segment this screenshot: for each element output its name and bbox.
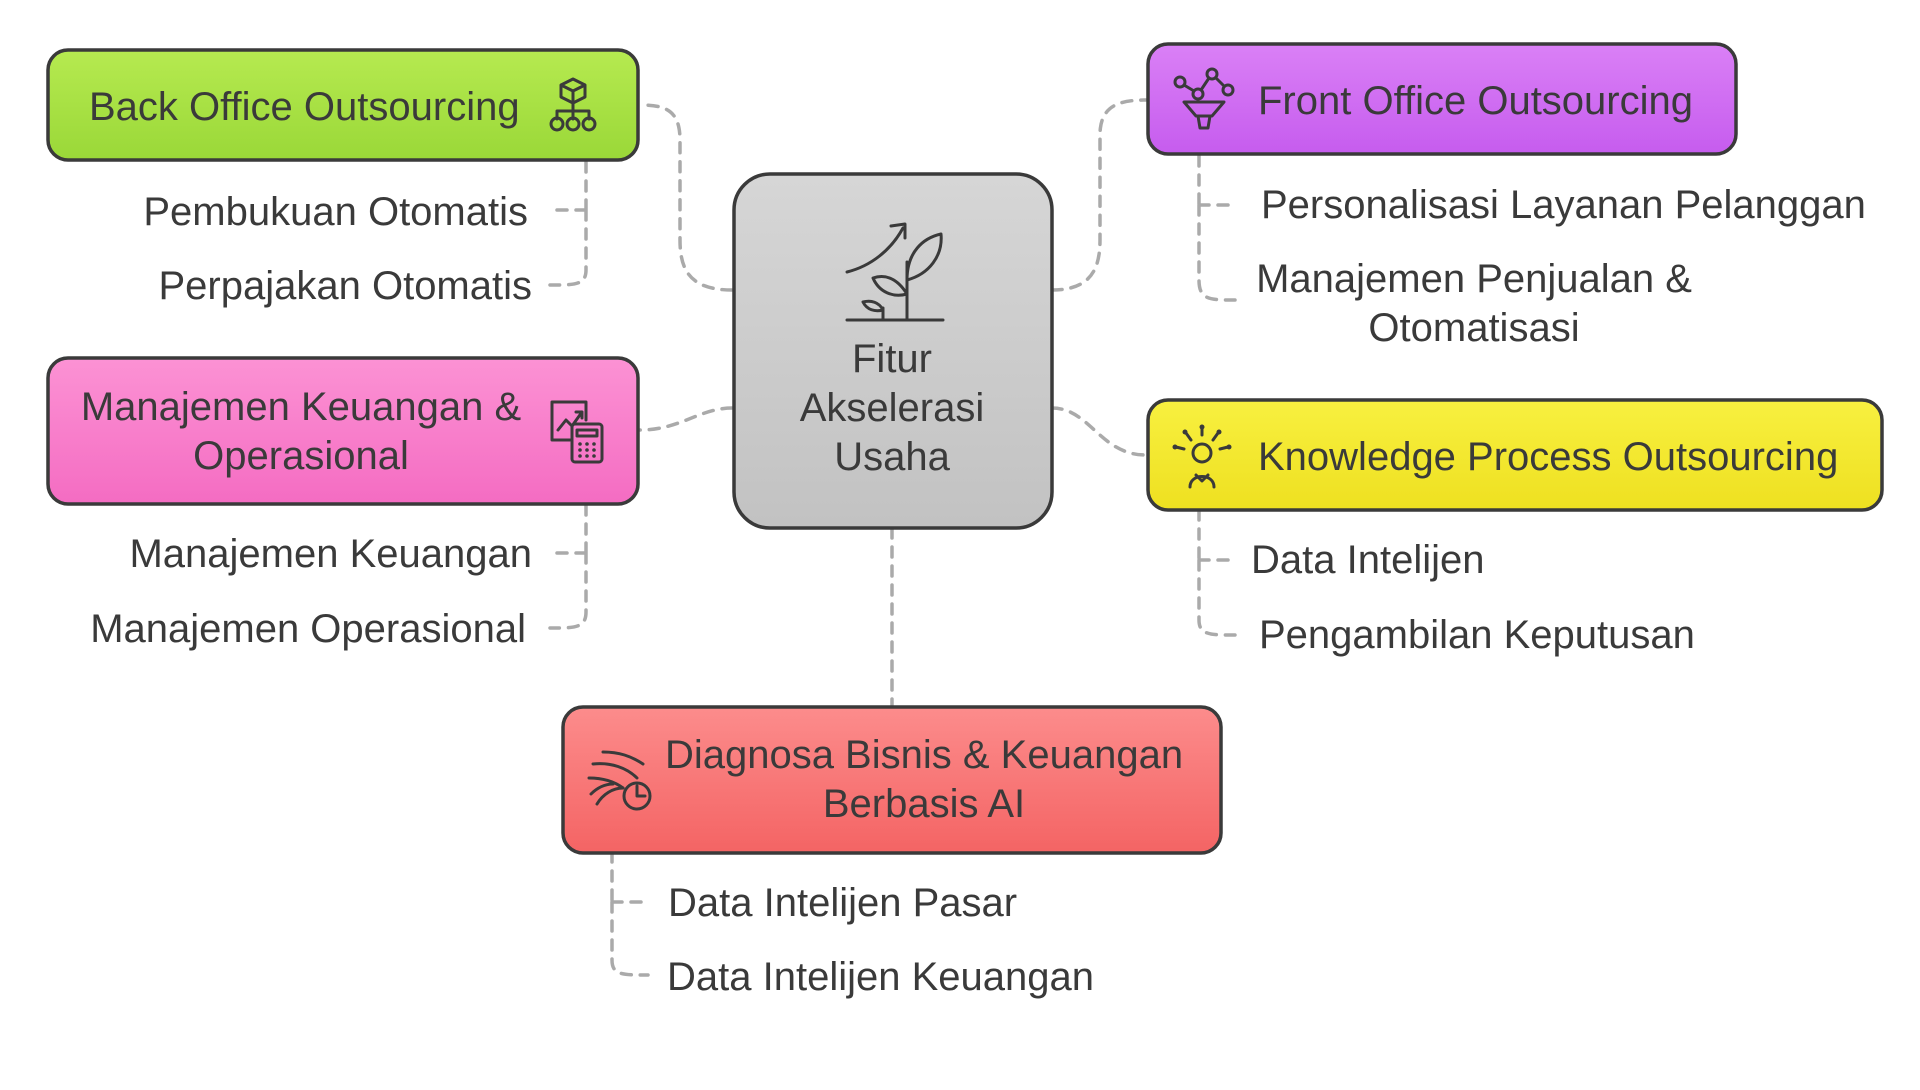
back-office-title: Back Office Outsourcing [89, 85, 520, 129]
center-label-line-3: Usaha [834, 435, 950, 479]
connector-center-front-office [1050, 98, 1148, 292]
calculator-chart-icon [550, 400, 604, 464]
connector-center-back-office [638, 103, 734, 292]
connector-diagnosa-items [610, 850, 650, 977]
diagnosa-title-line-1: Diagnosa Bisnis & Keuangan [665, 733, 1183, 777]
center-label-line-1: Fitur [852, 337, 932, 381]
connector-back-office-items [548, 160, 588, 287]
front-office-item-2b: Otomatisasi [1368, 306, 1579, 350]
connector-front-office-items [1197, 154, 1237, 302]
speed-clock-icon [587, 750, 652, 811]
center-node: Fitur Akselerasi Usaha [732, 172, 1054, 530]
plant-growth-icon [845, 222, 945, 322]
branch-front-office: Front Office Outsourcing [1146, 42, 1738, 156]
diagnosa-title-line-2: Berbasis AI [823, 782, 1025, 826]
diagnosa-item-1: Data Intelijen Pasar [668, 881, 1017, 925]
connector-center-keuangan [638, 406, 734, 432]
diagnosa-item-2: Data Intelijen Keuangan [667, 955, 1094, 999]
branch-back-office: Back Office Outsourcing [46, 48, 640, 162]
branch-diagnosa: Diagnosa Bisnis & Keuangan Berbasis AI [561, 705, 1223, 855]
keuangan-item-1: Manajemen Keuangan [129, 532, 532, 576]
keuangan-title-line-1: Manajemen Keuangan & [81, 385, 522, 429]
idea-person-icon [1172, 424, 1232, 489]
keuangan-title-line-2: Operasional [193, 434, 409, 478]
front-office-title: Front Office Outsourcing [1258, 79, 1693, 123]
connector-knowledge-items [1197, 508, 1237, 637]
connector-keuangan-items [548, 503, 588, 630]
center-label-line-2: Akselerasi [800, 386, 985, 430]
keuangan-item-2: Manajemen Operasional [90, 607, 526, 651]
back-office-item-2: Perpajakan Otomatis [158, 264, 532, 308]
branch-knowledge: Knowledge Process Outsourcing [1146, 398, 1884, 512]
connector-center-knowledge [1050, 406, 1148, 457]
front-office-item-1: Personalisasi Layanan Pelanggan [1261, 183, 1866, 227]
knowledge-item-2: Pengambilan Keputusan [1259, 613, 1695, 657]
back-office-item-1: Pembukuan Otomatis [143, 190, 528, 234]
knowledge-title: Knowledge Process Outsourcing [1258, 435, 1838, 479]
knowledge-item-1: Data Intelijen [1251, 538, 1484, 582]
funnel-network-icon [1173, 67, 1235, 130]
branch-keuangan-operasional: Manajemen Keuangan & Operasional [46, 356, 640, 506]
front-office-item-2a: Manajemen Penjualan & [1256, 257, 1692, 301]
org-hierarchy-icon [549, 77, 597, 132]
